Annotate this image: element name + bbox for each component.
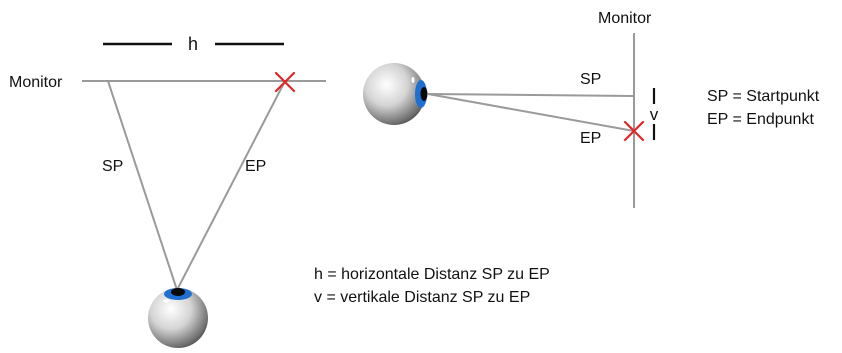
- eye-icon: [148, 288, 208, 348]
- legend-sp: SP = Startpunkt: [707, 88, 820, 105]
- side-view: Monitor SP EP v: [363, 10, 659, 208]
- legend-v: v = vertikale Distanz SP zu EP: [314, 289, 530, 306]
- h-label: h: [188, 34, 198, 54]
- legend-h: h = horizontale Distanz SP zu EP: [314, 266, 550, 283]
- cross-marker-icon: [623, 120, 645, 142]
- sp-label: SP: [102, 158, 123, 175]
- gaze-line-sp: [107, 80, 178, 291]
- eye-icon: [363, 63, 428, 125]
- legend-ep: EP = Endpunkt: [707, 111, 814, 128]
- v-label: v: [650, 105, 659, 124]
- gaze-line-sp-side: [427, 93, 635, 97]
- sp-label-side: SP: [580, 71, 601, 88]
- gaze-line-ep-side: [427, 93, 635, 132]
- ep-label-side: EP: [580, 130, 601, 147]
- legend: SP = Startpunkt EP = Endpunkt h = horizo…: [314, 88, 820, 306]
- top-view: h Monitor SP EP: [9, 34, 326, 348]
- monitor-label: Monitor: [9, 74, 63, 91]
- ep-label: EP: [245, 158, 266, 175]
- cross-marker-icon: [274, 71, 296, 93]
- monitor-label-side: Monitor: [598, 10, 652, 27]
- gaze-line-ep: [176, 80, 286, 291]
